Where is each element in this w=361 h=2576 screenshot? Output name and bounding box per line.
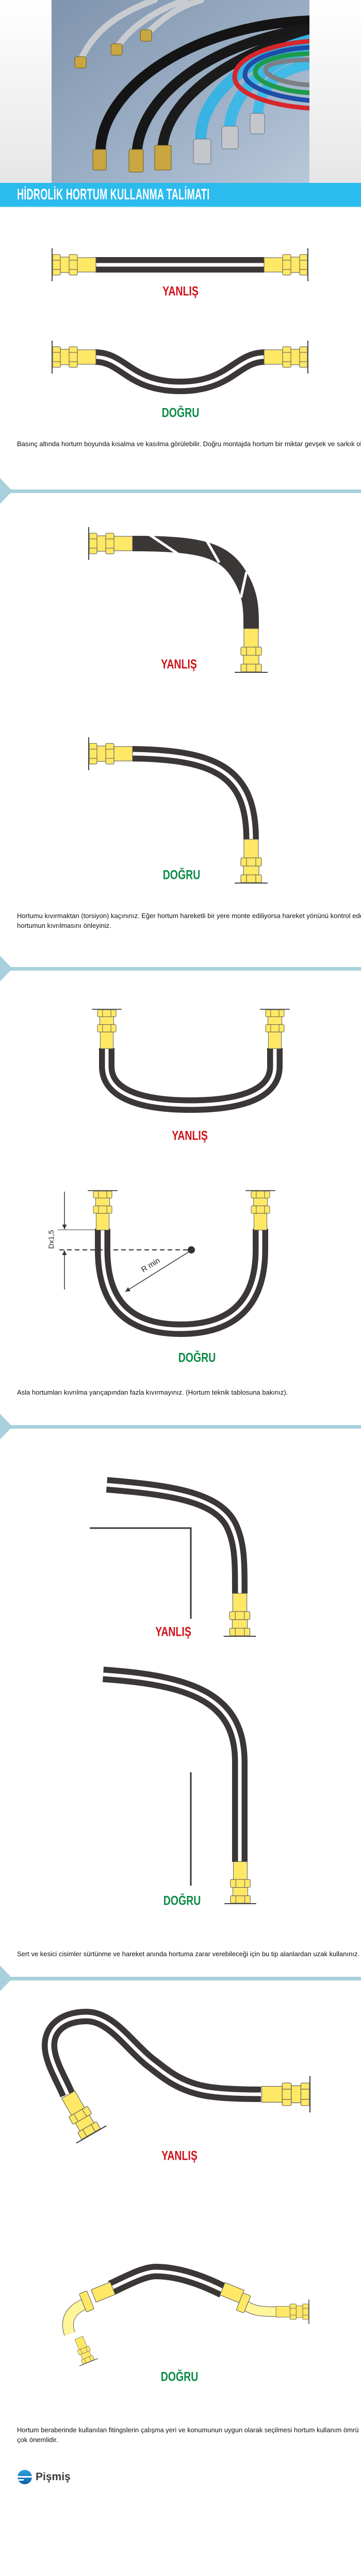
wrong-label: YANLIŞ xyxy=(155,1624,191,1639)
diagram-min-bend-radius-right: Dx1,5 R min xyxy=(47,1190,276,1337)
dimension-offset-label: Dx1,5 xyxy=(47,1230,55,1249)
title-banner: HİDROLİK HORTUM KULLANMA TALİMATI xyxy=(0,183,361,207)
right-label: DOĞRU xyxy=(178,1350,216,1365)
sharp-edge-obstacle xyxy=(90,1527,192,1619)
right-label: DOĞRU xyxy=(160,2369,199,2384)
diagram-bent-hose-right xyxy=(88,737,268,884)
diagram-elbow-fitting-right xyxy=(62,2263,309,2366)
logo-globe-icon xyxy=(17,2470,32,2484)
diagram-slack-hose-right xyxy=(52,340,308,395)
caption-line: Hortum beraberinde kullanılan fitingsler… xyxy=(17,2426,361,2434)
wrong-label: YANLIŞ xyxy=(161,2148,198,2163)
diagram-tight-u-bend-wrong xyxy=(91,1009,290,1113)
caption-line: Hortumu kıvırmaktan (torsiyon) kaçınınız… xyxy=(17,912,361,920)
right-label: DOĞRU xyxy=(162,868,201,883)
diagram-twisted-hose-wrong xyxy=(88,527,268,673)
caption-section-2: Hortumu kıvırmaktan (torsiyon) kaçınınız… xyxy=(17,911,361,930)
hero-photo-hydraulic-hoses xyxy=(52,0,309,183)
caption-line: hortumun kıvrılmasını önleyiniz. xyxy=(17,922,111,929)
bend-center-dot xyxy=(188,1246,195,1253)
right-label: DOĞRU xyxy=(163,1893,201,1908)
diagram-poor-fitting-position-wrong xyxy=(42,2008,311,2144)
caption-line: çok önemlidir. xyxy=(17,2436,58,2444)
diagram-clear-of-edge-right xyxy=(102,1667,257,1904)
wrong-label: YANLIŞ xyxy=(161,657,197,672)
logo-text: Pişmiş xyxy=(36,2471,71,2483)
diagram-sharp-corner-wrong xyxy=(90,1477,257,1637)
page-title: HİDROLİK HORTUM KULLANMA TALİMATI xyxy=(17,186,210,203)
radius-arrow xyxy=(125,1251,189,1292)
caption-section-5: Hortum beraberinde kullanılan fitingsler… xyxy=(17,2425,361,2445)
right-label: DOĞRU xyxy=(161,405,200,420)
caption-section-3: Asla hortumları kıvrılma yarıçapından fa… xyxy=(17,1387,288,1397)
caption-line: Basınç altında hortum boyunda kısalma ve… xyxy=(17,440,361,448)
caption-section-1: Basınç altında hortum boyunda kısalma ve… xyxy=(17,439,361,449)
caption-line: Sert ve kesici cisimler sürtünme ve hare… xyxy=(17,1950,360,1958)
caption-line: Asla hortumları kıvrılma yarıçapından fa… xyxy=(17,1388,288,1396)
wrong-label: YANLIŞ xyxy=(162,284,199,299)
section-separator xyxy=(0,478,361,1991)
caption-section-4: Sert ve kesici cisimler sürtünme ve hare… xyxy=(17,1949,359,1959)
diagram-straight-hose-wrong xyxy=(52,248,308,282)
brand-logo: Pişmiş xyxy=(17,2468,71,2486)
dimension-radius-label: R min xyxy=(140,1256,161,1274)
wrong-label: YANLIŞ xyxy=(172,1128,208,1143)
